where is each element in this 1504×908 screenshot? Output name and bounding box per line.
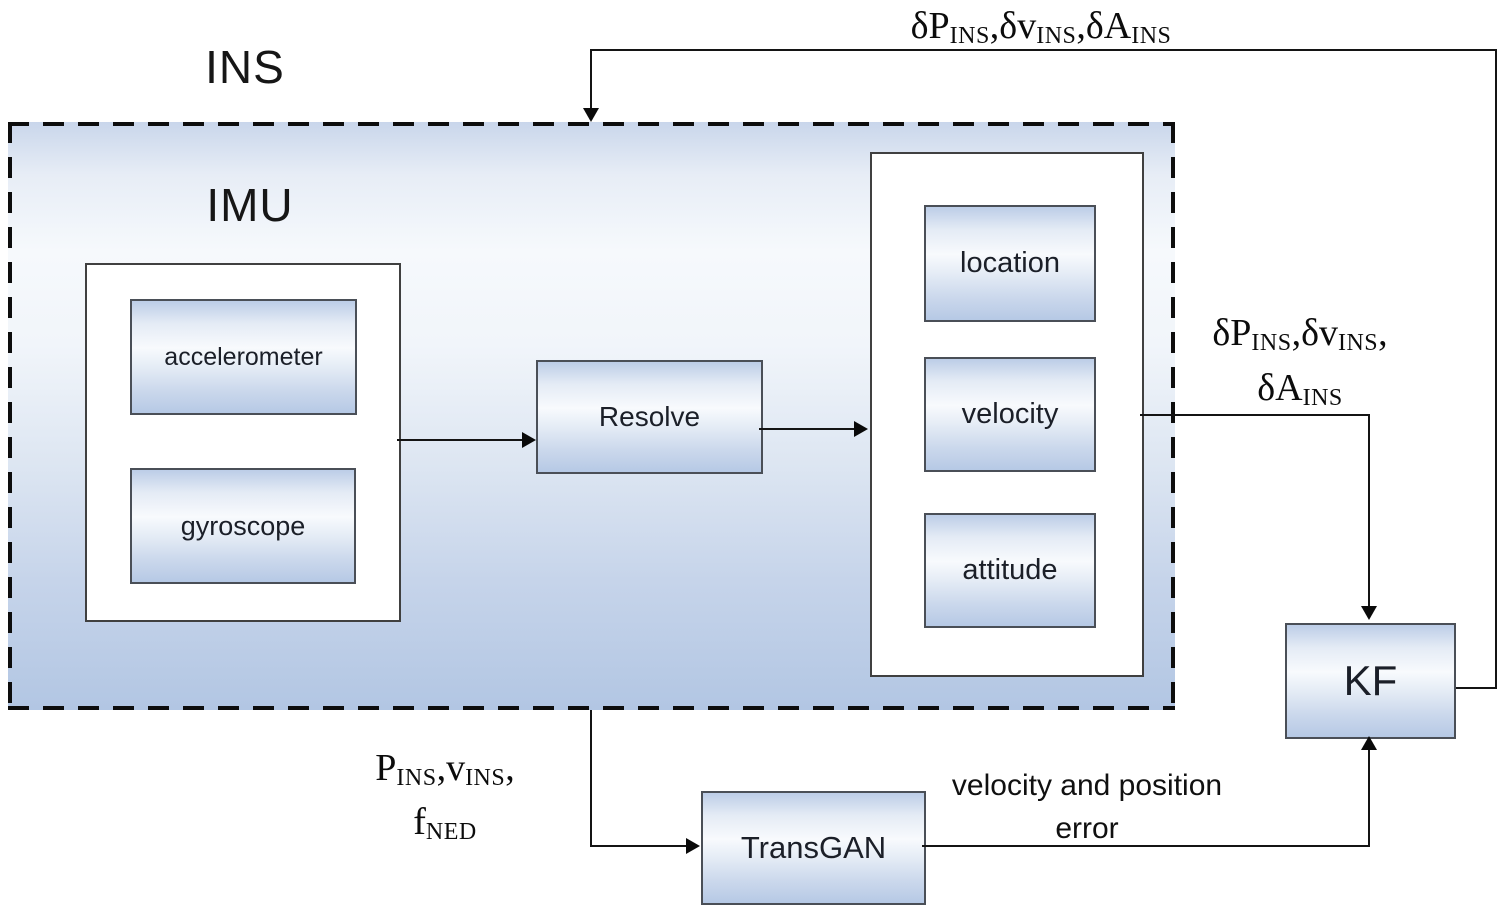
arrowhead-into-resolve — [522, 432, 536, 448]
accelerometer-box: accelerometer — [130, 299, 357, 415]
arrowhead-into-kf-bottom — [1361, 736, 1377, 750]
accelerometer-label: accelerometer — [164, 342, 323, 371]
transgan-output-label-line2: error — [1055, 811, 1119, 845]
ins-to-transgan-line-h — [590, 845, 688, 847]
output-to-kf-line-v — [1368, 414, 1370, 608]
ins-border-top — [8, 122, 1175, 126]
resolve-label: Resolve — [598, 401, 701, 432]
transgan-output-label-line1: velocity and position — [951, 769, 1223, 802]
kf-box: KF — [1285, 623, 1456, 739]
resolve-box: Resolve — [536, 360, 763, 474]
top-feedback-label: δPINS,δvINS,δAINS — [910, 5, 1172, 50]
output-to-kf-line-h — [1140, 414, 1370, 416]
ins-title: INS — [205, 41, 285, 93]
transgan-box: TransGAN — [701, 791, 926, 905]
ins-border-left — [8, 122, 12, 710]
transgan-to-kf-line-h — [922, 845, 1370, 847]
transgan-label: TransGAN — [740, 830, 887, 865]
gyroscope-label: gyroscope — [180, 510, 306, 541]
ins-output-label-line2: fNED — [413, 800, 477, 846]
arrowhead-into-ins — [583, 108, 599, 122]
right-output-label: δPINS,δvINS, δAINS — [1180, 306, 1420, 416]
arrowhead-into-output — [854, 421, 868, 437]
resolve-to-output-line — [759, 428, 856, 430]
right-output-label-line1: δPINS,δvINS, — [1212, 312, 1388, 357]
transgan-output-label: velocity and position error — [947, 765, 1227, 850]
transgan-to-kf-line-v — [1368, 749, 1370, 846]
ins-border-bottom — [8, 706, 1175, 710]
imu-to-resolve-line — [397, 439, 524, 441]
ins-to-transgan-line-v — [590, 710, 592, 846]
imu-title: IMU — [206, 179, 294, 231]
arrowhead-into-transgan — [686, 838, 700, 854]
gyroscope-box: gyroscope — [130, 468, 356, 584]
velocity-label: velocity — [961, 398, 1059, 430]
ins-border-right — [1171, 122, 1175, 710]
feedback-line-top — [591, 49, 1497, 51]
arrowhead-into-kf-top — [1361, 606, 1377, 620]
right-output-label-line2: δAINS — [1257, 367, 1343, 412]
feedback-line-right — [1495, 49, 1497, 689]
location-box: location — [924, 205, 1096, 322]
feedback-line-down — [590, 49, 592, 109]
kf-label: KF — [1343, 657, 1398, 704]
ins-output-label-line1: PINS,vINS, — [375, 747, 515, 792]
location-label: location — [960, 247, 1060, 279]
attitude-label: attitude — [962, 554, 1058, 586]
attitude-box: attitude — [924, 513, 1096, 628]
velocity-box: velocity — [924, 357, 1096, 472]
ins-output-label: PINS,vINS, fNED — [330, 742, 560, 850]
kf-output-line — [1452, 687, 1497, 689]
